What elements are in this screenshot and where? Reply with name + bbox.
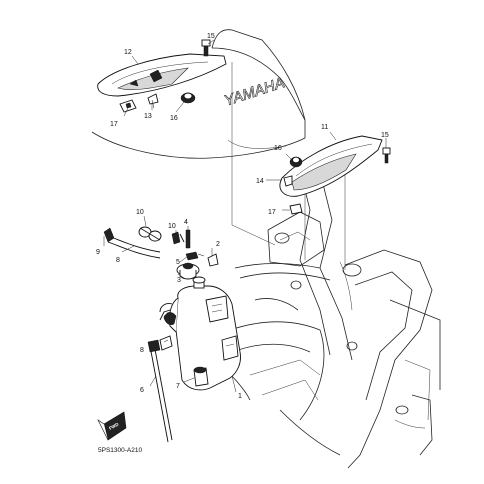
- callout-7: 7: [176, 383, 180, 390]
- callout-labels: 15 12 17 13 16 11 15 16 14 17 10 9 8 10 …: [96, 33, 389, 400]
- frame-outline: [91, 29, 441, 469]
- fittings-2-5: [185, 251, 219, 267]
- callout-10-right: 10: [168, 223, 176, 230]
- forward-label: FWD: [108, 421, 120, 431]
- left-shroud-cover: [97, 53, 227, 97]
- callout-4: 4: [184, 219, 188, 226]
- dipstick: [147, 309, 173, 443]
- leader-lines: [103, 39, 387, 393]
- bolt-top: [201, 39, 211, 57]
- bottom-grommet: [193, 366, 209, 387]
- clip-right: [283, 175, 293, 187]
- callout-3: 3: [177, 277, 181, 284]
- nut-right: [289, 203, 303, 215]
- brand-text: YAMAHA: [222, 74, 287, 109]
- callout-1: 1: [238, 393, 242, 400]
- grommet-left: [180, 92, 196, 104]
- callout-10-left: 9: [96, 249, 100, 256]
- callout-6: 6: [140, 387, 144, 394]
- hose-clip: [159, 335, 173, 351]
- callout-5: 5: [176, 259, 180, 266]
- callout-12: 11: [321, 124, 328, 131]
- bolt-right: [382, 147, 391, 164]
- reservoir-tank: [159, 276, 241, 391]
- callout-8: 8: [140, 347, 144, 354]
- callout-2: 2: [216, 241, 220, 248]
- callout-17-left: 17: [110, 121, 118, 128]
- callout-9: 8: [116, 257, 120, 264]
- callout-15-right: 15: [381, 132, 389, 139]
- callout-17-right: 17: [268, 209, 276, 216]
- nut-left: [119, 99, 137, 113]
- clip-left: [147, 93, 159, 109]
- drawing-code: 5PS1300-A210: [98, 447, 142, 454]
- hose-assembly: [103, 226, 191, 259]
- callout-15-top: 15: [207, 33, 215, 40]
- callout-16-left: 16: [170, 115, 178, 122]
- callout-14-left: 13: [144, 113, 152, 120]
- callout-13: 12: [124, 49, 132, 56]
- callout-16-right: 16: [274, 145, 282, 152]
- grommet-right: [289, 156, 303, 168]
- callout-11: 10: [136, 209, 144, 216]
- right-shroud-cover: [279, 135, 383, 197]
- forward-arrow-icon: FWD: [97, 411, 127, 441]
- callout-14-right: 14: [256, 178, 264, 185]
- filler-cap: [176, 262, 200, 280]
